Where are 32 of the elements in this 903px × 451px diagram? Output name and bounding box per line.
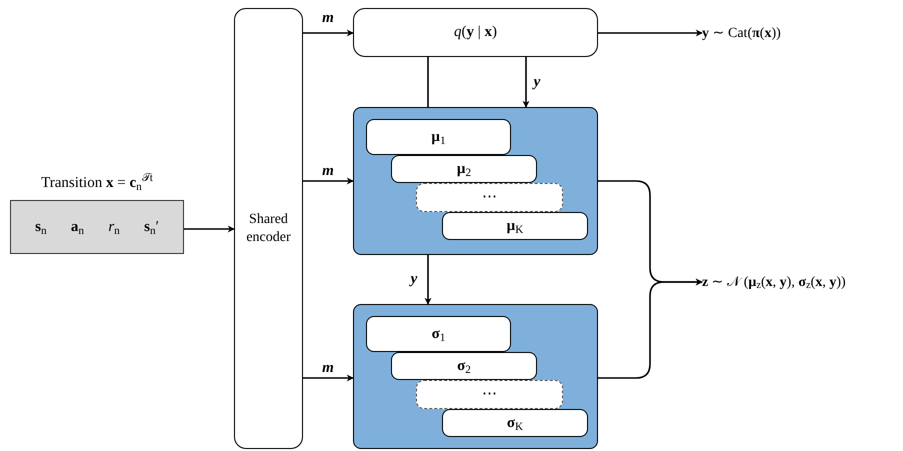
variable-label: r$_{n}$ [108,218,120,238]
connector-line [427,57,429,107]
variable-label: s$_{n}$′ [144,218,159,238]
arrow [424,255,432,305]
arrow [522,57,530,108]
edge-label: m [321,162,335,180]
arrow [303,178,354,184]
edge-label: m [321,9,335,27]
edge-label: y [531,73,542,91]
head-box: σ$_{K}$ [442,409,588,437]
ellipsis-box: ⋯ [416,183,563,212]
arrow [598,278,703,379]
network-panel [353,107,598,255]
arrow [184,226,235,232]
edge-label: y [408,270,418,288]
process-box: q(y | x) [353,8,598,57]
variable-label: s$_{n}$ [35,218,47,238]
head-box: μ$_{1}$ [366,119,511,155]
head-box: μ$_{K}$ [442,212,588,240]
head-box: σ$_{2}$ [391,352,537,380]
variable-label: a$_{n}$ [70,218,84,238]
ellipsis-box: ⋯ [416,380,563,409]
edge-label: m [321,359,335,377]
arrow [598,30,703,36]
head-box: μ$_{2}$ [391,155,537,183]
output-formula: y ∼ Cat(π(x)) [702,22,862,44]
head-box: σ$_{1}$ [366,316,511,352]
network-panel [353,304,598,449]
encoder-box: Shared encoder [234,8,303,449]
arrow [303,30,354,36]
arrow [303,374,354,382]
output-formula: z ∼ 𝒩 (μ$_{z}$(x, y), σ$_{z}$(x, y)) [702,271,902,293]
